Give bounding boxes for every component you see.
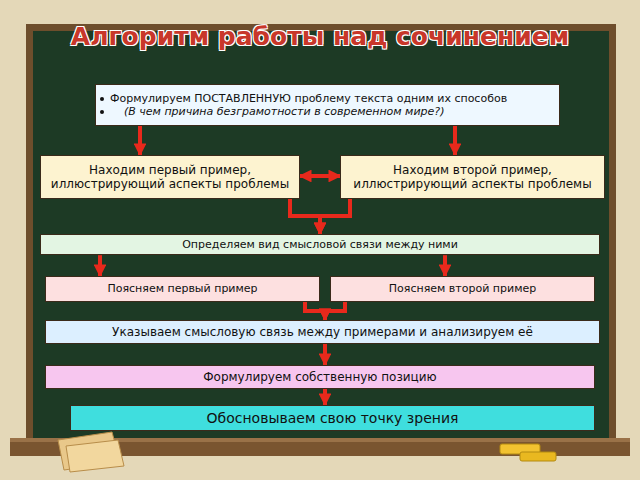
flow-arrow bbox=[320, 199, 350, 234]
board bbox=[33, 31, 609, 439]
flow-arrow bbox=[305, 302, 325, 320]
flow-arrow bbox=[138, 126, 142, 155]
chalk bbox=[500, 444, 556, 461]
papers bbox=[58, 432, 124, 472]
step-text: Находим второй пример, иллюстрирующий ас… bbox=[349, 163, 596, 192]
board-frame bbox=[26, 24, 616, 446]
flow-arrow bbox=[323, 344, 327, 365]
step-text: Находим первый пример, иллюстрирующий ас… bbox=[49, 163, 291, 192]
flow-arrow bbox=[325, 302, 345, 320]
step-box: Формулируем собственную позицию bbox=[45, 365, 595, 389]
flow-arrow bbox=[443, 255, 447, 276]
step-box: Обосновываем свою точку зрения bbox=[70, 405, 595, 431]
step-text: Формулируем ПОСТАВЛЕННУЮ проблему текста… bbox=[110, 92, 551, 105]
step-text: (В чем причина безграмотности в современ… bbox=[110, 105, 551, 118]
step-box: Поясняем первый пример bbox=[45, 276, 320, 302]
title: Алгоритм работы над сочинением bbox=[40, 22, 600, 51]
step-text: Обосновываем свою точку зрения bbox=[79, 410, 586, 427]
step-box: Определяем вид смысловой связи между ним… bbox=[40, 234, 600, 255]
flow-arrow bbox=[98, 255, 102, 276]
step-box: Находим первый пример, иллюстрирующий ас… bbox=[40, 155, 300, 199]
step-text: Формулируем собственную позицию bbox=[54, 370, 586, 384]
flow-arrow bbox=[323, 389, 327, 405]
step-box: Поясняем второй пример bbox=[330, 276, 595, 302]
step-box: Формулируем ПОСТАВЛЕННУЮ проблему текста… bbox=[95, 84, 560, 126]
step-box: Указываем смысловую связь между примерам… bbox=[45, 320, 600, 344]
step-box: Находим второй пример, иллюстрирующий ас… bbox=[340, 155, 605, 199]
step-text: Указываем смысловую связь между примерам… bbox=[54, 325, 591, 339]
flow-arrow bbox=[453, 126, 457, 155]
step-text: Определяем вид смысловой связи между ним… bbox=[49, 238, 591, 251]
step-text: Поясняем первый пример bbox=[54, 282, 311, 295]
step-text: Поясняем второй пример bbox=[339, 282, 586, 295]
flow-arrow bbox=[290, 199, 320, 234]
flow-arrow bbox=[300, 174, 340, 178]
